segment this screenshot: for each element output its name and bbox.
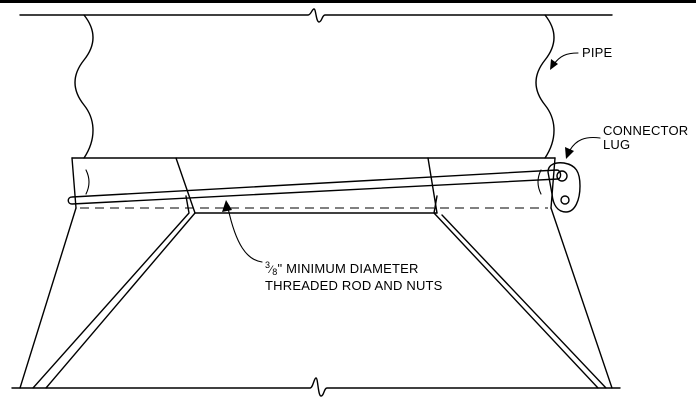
connector-lug [547, 162, 581, 213]
collar-left-edge [71, 157, 77, 209]
collar-left-inner-curve [85, 169, 90, 195]
threaded-rod-label: 3⁄8" MINIMUM DIAMETER THREADED ROD AND N… [265, 258, 443, 293]
hopper-left-outer [19, 207, 77, 389]
rod-label-line1: 3⁄8" MINIMUM DIAMETER [265, 258, 443, 279]
collar-right-edge [550, 157, 556, 209]
top-border [0, 0, 696, 3]
rod-label-line1-text: " MINIMUM DIAMETER [277, 261, 419, 276]
pipe-leader-arrowhead [550, 59, 558, 70]
connector-leader-arrowhead [565, 147, 574, 159]
connector-leader [569, 136, 601, 151]
connector-lug-label: CONNECTOR LUG [603, 124, 688, 152]
lug-rod-hole [556, 170, 568, 182]
rod-fraction-numerator: 3 [265, 260, 271, 270]
rod-leader [227, 207, 263, 263]
pipe-left-edge [74, 14, 94, 159]
pipe-leader [553, 52, 579, 65]
inner-line-left [175, 157, 196, 214]
lug-bolt-hole [560, 195, 570, 205]
rod-label-line2: THREADED ROD AND NUTS [265, 278, 443, 293]
rod-fraction: 3⁄8 [265, 260, 278, 277]
collar-right-inner-curve [537, 169, 542, 195]
right-brace [433, 195, 607, 389]
connector-label-line1: CONNECTOR [603, 123, 689, 138]
left-brace [32, 195, 196, 389]
bottom-edge-line [11, 377, 621, 397]
connector-label-line2: LUG [603, 137, 631, 152]
threaded-rod [67, 169, 562, 205]
rod-leader-arrowhead [222, 200, 232, 212]
hopper-right-outer [550, 207, 613, 389]
pipe-right-edge [535, 14, 555, 159]
pipe-label: PIPE [582, 45, 613, 60]
rod-fraction-denominator: 8 [272, 267, 278, 277]
top-edge-line [19, 8, 613, 23]
